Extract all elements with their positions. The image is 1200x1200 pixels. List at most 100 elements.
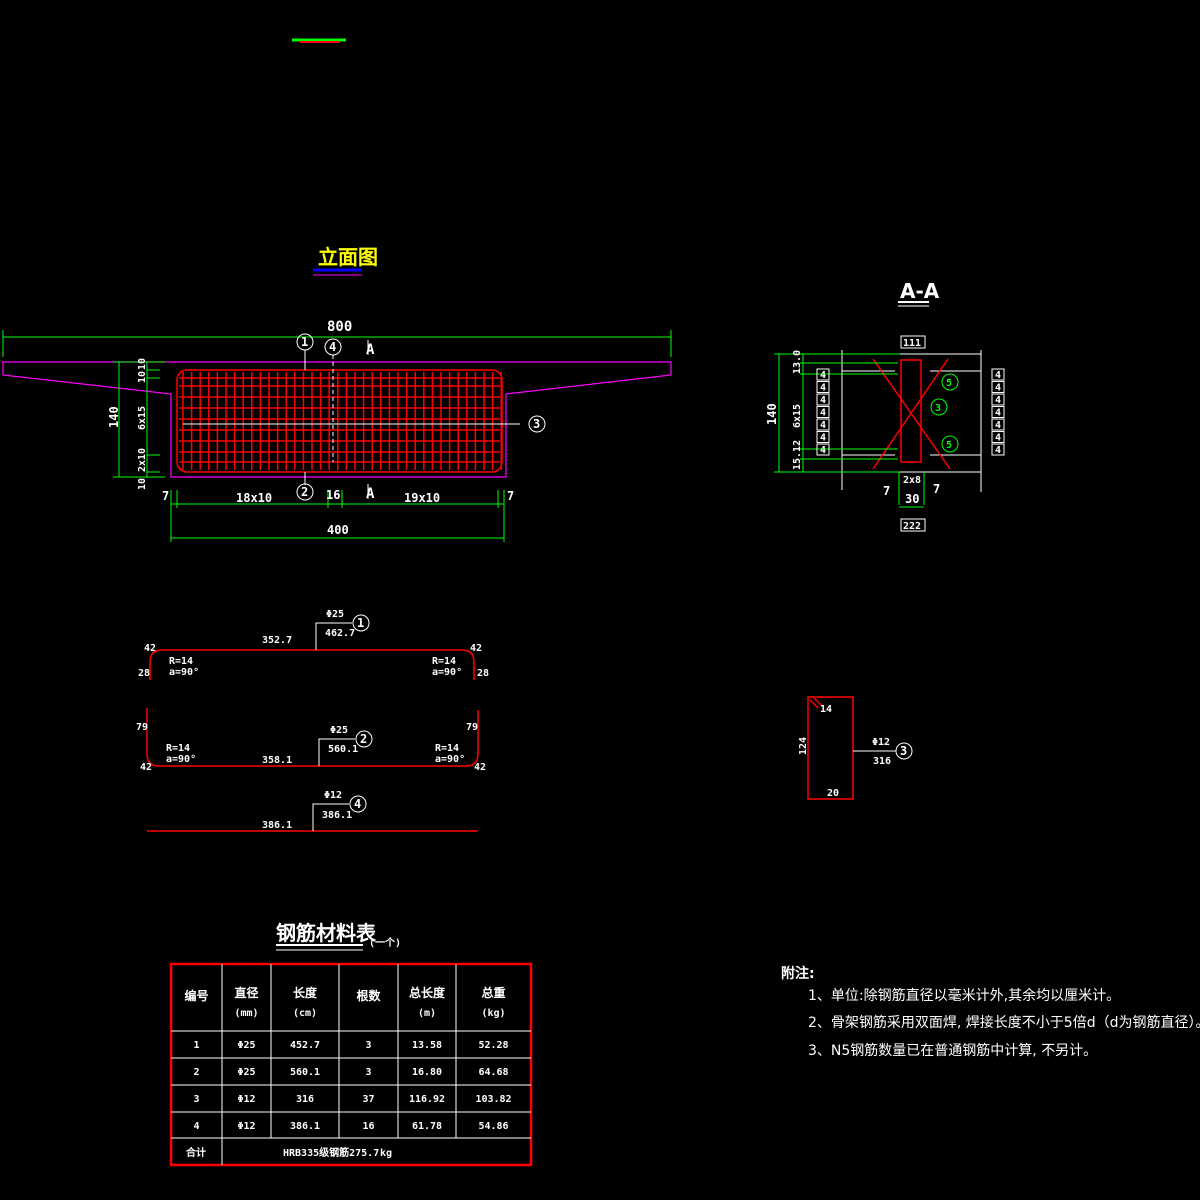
section-mark-bottom: A (366, 486, 375, 502)
svg-text:1: 1 (301, 335, 308, 349)
bar2-detail: 2 Φ25 560.1 358.1 R=14a=90° R=14a=90° 79… (136, 708, 486, 773)
table-cell: 3 (193, 1094, 199, 1105)
notes: 附注: 1、单位:除钢筋直径以毫米计外,其余均以厘米计。 2、骨架钢筋采用双面焊… (781, 965, 1200, 1059)
material-table: 钢筋材料表 (一个) 编号直径(mm)长度(cm)根数总长度(m)总重(kg)1… (169, 921, 533, 1167)
svg-text:79: 79 (136, 722, 148, 733)
svg-text:14: 14 (820, 704, 832, 715)
svg-text:42: 42 (144, 643, 156, 654)
mark-box (991, 418, 1005, 431)
dim-800: 800 (327, 319, 352, 335)
mark-label: 4 (995, 408, 1001, 419)
dim-top2: 10 (137, 371, 148, 383)
table-header-unit: (mm) (234, 1008, 258, 1019)
dim-left-spacing: 18x10 (236, 491, 272, 505)
mark-box (816, 406, 830, 418)
table-cell: 3 (365, 1067, 371, 1078)
table-header: 长度 (293, 985, 318, 1000)
table-header: 直径 (234, 985, 258, 1000)
svg-text:42: 42 (470, 643, 482, 654)
cage-outline (176, 369, 503, 473)
table-header: 根数 (356, 988, 381, 1003)
dim-edge-right: 7 (507, 489, 514, 503)
mark-label: 4 (995, 370, 1001, 381)
svg-text:R=14: R=14 (166, 743, 190, 754)
note-1: 1、单位:除钢筋直径以毫米计外,其余均以厘米计。 (808, 987, 1120, 1004)
section-aa-title: A-A (900, 279, 940, 303)
svg-text:a=90°: a=90° (435, 754, 465, 765)
table-header-unit: (kg) (481, 1008, 505, 1019)
mark-box (991, 368, 1005, 381)
bar4-dia: Φ12 (324, 790, 342, 801)
mark-box (991, 431, 1005, 443)
svg-text:R=14: R=14 (435, 743, 459, 754)
note-2: 2、骨架钢筋采用双面焊, 焊接长度不小于5倍d（d为钢筋直径）。 (808, 1014, 1200, 1031)
mark-box (816, 443, 830, 456)
mark-box (816, 431, 830, 443)
total-unit: kg (380, 1148, 392, 1159)
mark-label: 4 (995, 395, 1001, 406)
mark-box (816, 393, 830, 406)
mark-label: 4 (820, 395, 826, 406)
mark-label: 4 (820, 445, 826, 456)
section-dim-bot: 15.12 (792, 440, 803, 470)
table-cell: 316 (296, 1094, 314, 1105)
dim-400: 400 (327, 523, 349, 537)
section-dim-inner: 2x8 (903, 475, 921, 486)
bar2-dia: Φ25 (330, 725, 348, 736)
table-cell: 54.86 (478, 1121, 508, 1132)
svg-text:28: 28 (138, 668, 150, 679)
svg-text:4: 4 (354, 797, 361, 811)
rebar-cage (176, 369, 503, 473)
bar2-straight: 358.1 (262, 755, 292, 766)
section-dim-140: 140 (765, 403, 779, 425)
elevation-view: 立面图 800 1 4 3 2 A A 140 10 10 6x15 2x10 (2, 245, 672, 542)
svg-text:2: 2 (360, 732, 367, 746)
total-text: HRB335级钢筋275.7 (283, 1146, 379, 1159)
svg-text:1: 1 (357, 616, 364, 630)
svg-text:20: 20 (827, 788, 839, 799)
svg-text:79: 79 (466, 722, 478, 733)
bar1-detail: 1 Φ25 462.7 352.7 R=14a=90° R=14a=90° 28… (138, 609, 489, 680)
table-cell: 560.1 (290, 1067, 320, 1078)
section-dim-30: 30 (905, 492, 919, 506)
bar4-straight: 386.1 (262, 820, 292, 831)
mark-box (991, 393, 1005, 406)
section-dim-top: 13.0 (792, 350, 803, 374)
table-header-unit: (m) (418, 1008, 436, 1019)
table-cell: Φ12 (237, 1121, 255, 1132)
bar1-straight: 352.7 (262, 635, 292, 646)
table-cell: 64.68 (478, 1067, 508, 1078)
svg-text:R=14: R=14 (169, 656, 193, 667)
table-cell: 103.82 (475, 1094, 511, 1105)
svg-text:42: 42 (474, 762, 486, 773)
mark-label: 4 (995, 383, 1001, 394)
bar3-dia: Φ12 (872, 737, 890, 748)
section-edge-left: 7 (883, 484, 890, 498)
table-title: 钢筋材料表 (276, 921, 377, 945)
mark-label: 4 (820, 433, 826, 444)
table-subtitle: (一个) (369, 936, 401, 949)
table-cell: 13.58 (412, 1040, 442, 1051)
mark-box (991, 381, 1005, 393)
bar1-dia: Φ25 (326, 609, 344, 620)
svg-text:42: 42 (140, 762, 152, 773)
notes-heading: 附注: (781, 965, 815, 982)
table-cell: 2 (193, 1067, 199, 1078)
mark-box (816, 418, 830, 431)
mark-label: 4 (995, 433, 1001, 444)
table-cell: 386.1 (290, 1121, 320, 1132)
mark-label: 4 (820, 408, 826, 419)
note-3: 3、N5钢筋数量已在普通钢筋中计算, 不另计。 (808, 1042, 1097, 1059)
svg-text:28: 28 (477, 668, 489, 679)
total-label: 合计 (185, 1146, 206, 1159)
table-header-unit: (cm) (293, 1008, 317, 1019)
mark-label: 4 (820, 383, 826, 394)
dim-top1: 10 (137, 358, 148, 370)
bar3-detail: 3 Φ12 316 14 124 20 (798, 696, 913, 800)
table-cell: 452.7 (290, 1040, 320, 1051)
dim-2x10: 2x10 (137, 448, 148, 472)
section-callout-5a: 5 (941, 373, 959, 391)
dim-edge-left: 7 (162, 489, 169, 503)
mark-label: 4 (995, 420, 1001, 431)
